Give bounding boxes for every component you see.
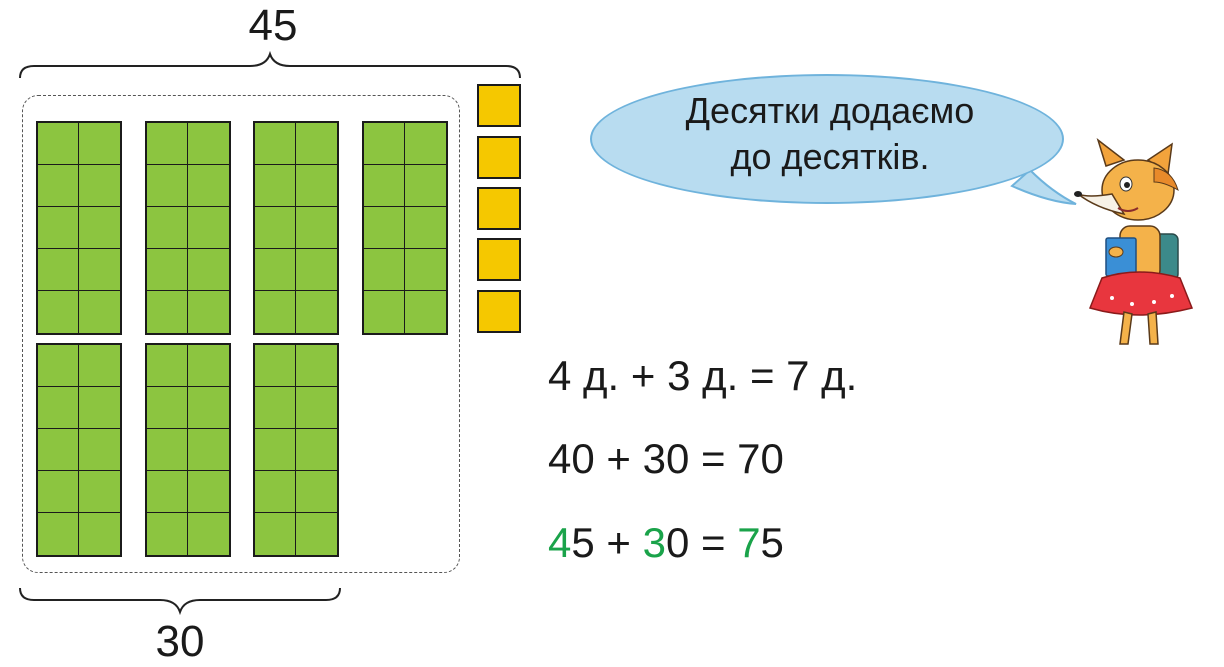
equation-full: 45 + 30 = 75	[548, 519, 784, 567]
eq3-c-ones-digit: 5	[760, 519, 784, 566]
speech-line-2: до десятків.	[730, 136, 930, 177]
ten-rod	[253, 121, 339, 335]
tens-frame	[22, 95, 460, 573]
ten-rod	[36, 121, 122, 335]
equation-round-tens: 40 + 30 = 70	[548, 435, 784, 482]
tens-part-label: 30	[155, 617, 205, 666]
equation-tens-words: 4 д. + 3 д. = 7 д.	[548, 352, 858, 399]
eq3-a-ones-digit: 5	[571, 519, 595, 566]
eq3-plus: +	[594, 519, 643, 566]
ten-rod	[145, 343, 231, 557]
unit-cube	[477, 238, 521, 281]
eq3-b-ones-digit: 0	[665, 519, 690, 566]
ten-rod	[362, 121, 448, 335]
unit-cube	[477, 84, 521, 127]
unit-cube	[477, 187, 521, 230]
speech-line-1: Десятки додаємо	[685, 90, 975, 131]
speech-bubble	[590, 74, 1064, 204]
total-label: 45	[248, 1, 298, 50]
unit-cube	[477, 290, 521, 333]
speech-bubble-text: Десятки додаємо до десятків.	[620, 88, 1040, 180]
bottom-brace	[19, 587, 341, 616]
eq3-b-tens-digit: 3	[642, 519, 666, 566]
fox-character-icon	[1074, 138, 1194, 345]
top-brace	[19, 50, 521, 79]
ten-rod	[253, 343, 339, 557]
ten-rod	[145, 121, 231, 335]
eq3-a-tens-digit: 4	[548, 519, 572, 566]
unit-cube	[477, 136, 521, 179]
eq3-c-tens-digit: 7	[737, 519, 761, 566]
eq3-equals: =	[689, 519, 738, 566]
ten-rod	[36, 343, 122, 557]
